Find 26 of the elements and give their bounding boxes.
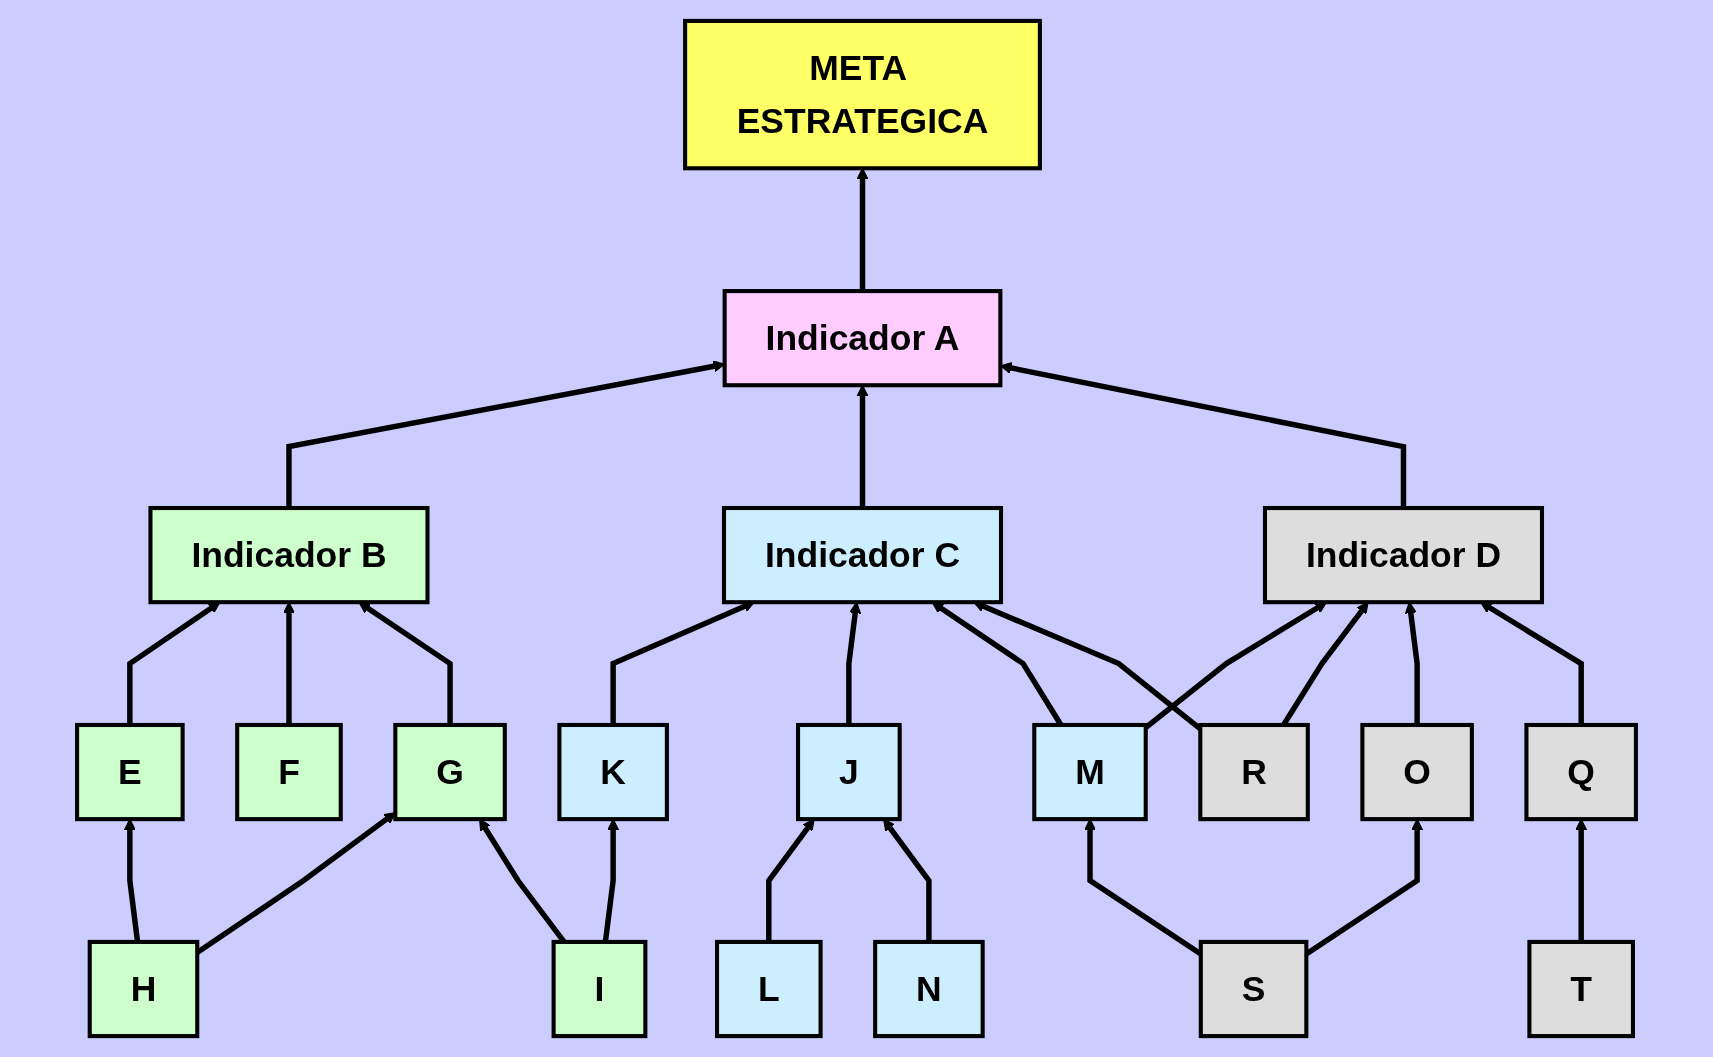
node-box: O [1360, 722, 1474, 822]
node-box: J [796, 722, 902, 822]
node-box: M [1032, 722, 1148, 822]
node-box: G [393, 722, 507, 822]
node-box: H [87, 939, 200, 1039]
node-box: L [715, 939, 823, 1039]
arrow [1404, 601, 1420, 725]
node-box: Indicador A [722, 289, 1003, 388]
arrow [123, 818, 141, 943]
node-box: META ESTRATEGICA [683, 18, 1042, 171]
node-box: E [75, 722, 185, 822]
arrow [602, 818, 620, 943]
node-box: Indicador B [148, 506, 430, 605]
node-box: N [873, 939, 985, 1039]
arrow [1575, 818, 1588, 942]
node-box: I [551, 939, 648, 1039]
node-box: S [1198, 939, 1309, 1039]
node-box: R [1198, 722, 1310, 822]
node-box: T [1527, 939, 1635, 1039]
node-box: F [235, 722, 343, 822]
arrow [846, 601, 862, 725]
arrow [282, 601, 295, 725]
node-box: Indicador D [1262, 506, 1545, 605]
node-box: Q [1524, 722, 1638, 822]
node-box: Indicador C [721, 506, 1004, 605]
node-box: K [557, 722, 669, 822]
